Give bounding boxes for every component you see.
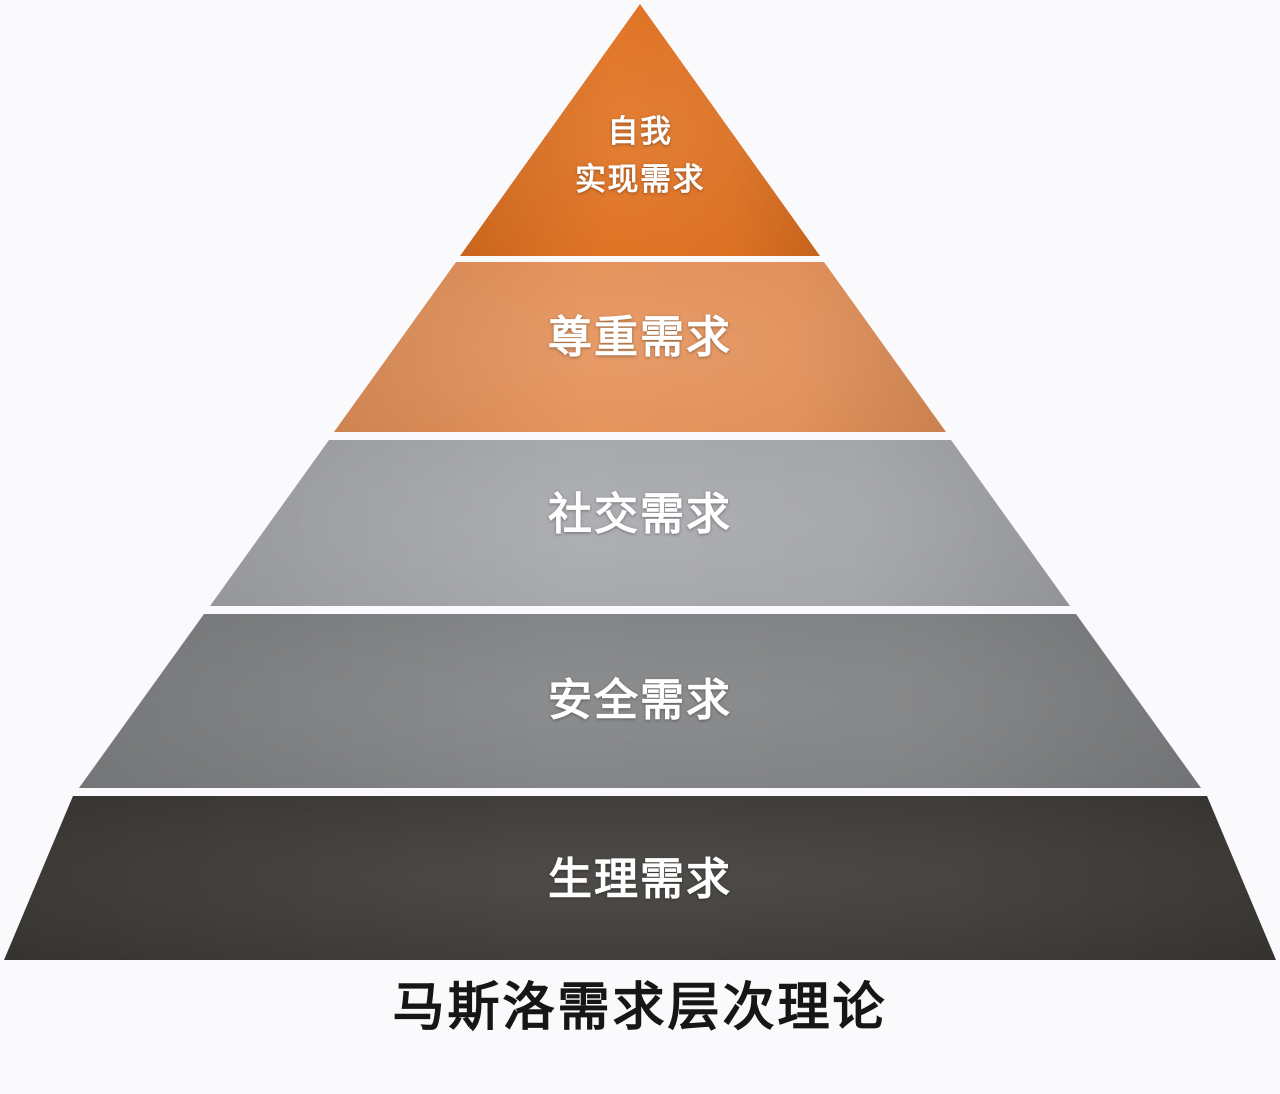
diagram-caption: 马斯洛需求层次理论	[392, 979, 888, 1037]
tier-glow-4	[79, 614, 1201, 788]
pyramid-tier-safety[interactable]	[79, 614, 1201, 788]
pyramid-tier-physiological[interactable]	[4, 796, 1276, 960]
tier-glow-2	[334, 262, 946, 432]
tier-glow-5	[4, 796, 1276, 960]
pyramid-tier-social[interactable]	[210, 440, 1070, 606]
tier-glow-1	[460, 4, 820, 256]
pyramid-tier-self-actualization[interactable]	[460, 4, 820, 256]
pyramid-shape	[4, 4, 1276, 960]
tier-glow-3	[210, 440, 1070, 606]
pyramid-tier-esteem[interactable]	[334, 262, 946, 432]
